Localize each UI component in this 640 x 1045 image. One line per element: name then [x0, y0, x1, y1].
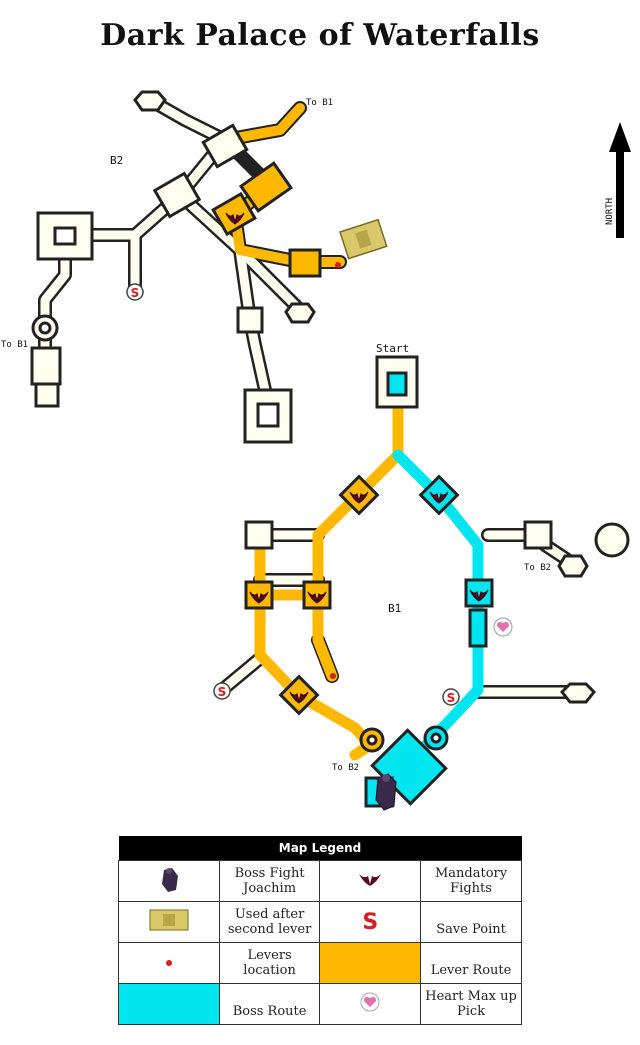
legend-lever-cell — [118, 942, 220, 984]
boss-icon — [375, 773, 397, 811]
legend-label: Save Point — [420, 901, 522, 943]
legend-header: Map Legend — [118, 836, 522, 861]
legend-label: Boss Fight Joachim — [218, 860, 321, 902]
orange-swatch — [319, 942, 422, 984]
legend-label: Levers location — [218, 942, 321, 984]
exit-label-to-b2-bottom[interactable]: To B2 — [332, 763, 359, 773]
lever-dot-icon — [335, 262, 341, 268]
b1-corridors — [215, 404, 587, 796]
dungeon-map: S B2 To B1 To B1 NORTH — [1, 90, 631, 811]
card-icon — [149, 909, 189, 931]
legend-label: Heart Max up Pick — [420, 983, 522, 1025]
b2-rooms — [30, 90, 322, 444]
legend-row: Boss Route Heart Max up Pick — [118, 983, 522, 1025]
svg-text:S: S — [218, 685, 227, 699]
save-point-icon: S — [213, 682, 231, 700]
exit-label-to-b1-left[interactable]: To B1 — [1, 340, 28, 350]
floor-label-b1: B1 — [388, 602, 401, 615]
b1-rooms — [244, 355, 630, 808]
exit-label-to-b1-top[interactable]: To B1 — [306, 98, 333, 108]
legend-bat-cell — [319, 860, 422, 902]
bat-icon — [359, 874, 382, 886]
legend-row: Used after second lever S Save Point — [118, 901, 522, 943]
legend-label: Boss Route — [218, 983, 321, 1025]
cyan-swatch — [118, 983, 220, 1025]
floor-label-b2: B2 — [110, 154, 123, 167]
card-icon — [339, 218, 388, 260]
legend-row: Boss Fight Joachim Mandatory Fights — [118, 860, 522, 902]
legend-label: Lever Route — [420, 942, 522, 984]
save-point-icon: S — [442, 688, 460, 706]
legend-heart-cell — [319, 983, 422, 1025]
north-arrow-icon — [609, 122, 631, 238]
heart-icon — [493, 617, 513, 637]
exit-label-to-b2-right[interactable]: To B2 — [524, 563, 551, 573]
lever-dot-icon — [165, 959, 172, 966]
north-label: NORTH — [605, 198, 615, 225]
save-point-icon: S — [126, 283, 144, 301]
legend-boss-cell — [118, 860, 220, 902]
legend-save-cell: S — [319, 901, 422, 943]
save-icon: S — [362, 909, 379, 935]
svg-text:S: S — [447, 691, 456, 705]
lever-dot-icon — [330, 673, 336, 679]
start-label: Start — [376, 342, 409, 355]
map-legend: Map Legend Boss Fight Joachim Mandatory … — [118, 836, 522, 1025]
boss-icon — [161, 868, 178, 892]
legend-label: Mandatory Fights — [420, 860, 522, 902]
legend-label: Used after second lever — [218, 901, 321, 943]
legend-row: Levers location Lever Route — [118, 942, 522, 984]
heart-icon — [360, 992, 380, 1012]
legend-card-cell — [118, 901, 220, 943]
svg-text:S: S — [131, 286, 140, 300]
map-title: Dark Palace of Waterfalls — [100, 18, 540, 53]
